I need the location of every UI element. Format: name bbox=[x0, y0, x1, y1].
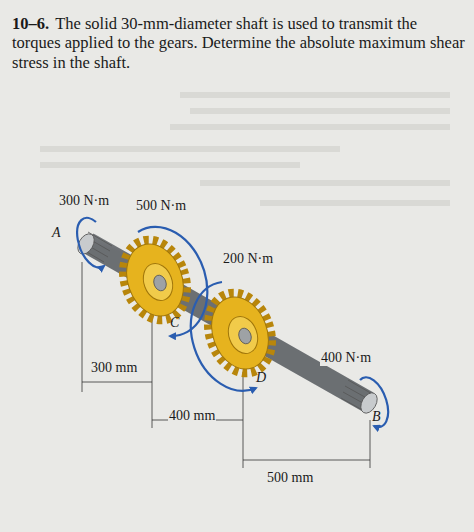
dimension-label: 400 mm bbox=[168, 408, 216, 424]
gear-d bbox=[198, 284, 282, 382]
problem-text: 10–6.The solid 30-mm-diameter shaft is u… bbox=[12, 14, 467, 72]
gear-c bbox=[113, 231, 197, 329]
torque-label: 500 N·m bbox=[135, 198, 187, 214]
dimension-label: 500 mm bbox=[266, 470, 314, 486]
torque-label: 400 N·m bbox=[320, 350, 372, 366]
point-letter: A bbox=[52, 225, 61, 241]
dimension-label: 300 mm bbox=[90, 360, 138, 376]
torque-label: 200 N·m bbox=[222, 251, 274, 267]
point-letter: D bbox=[256, 370, 266, 386]
problem-number: 10–6. bbox=[12, 14, 49, 33]
point-letter: C bbox=[170, 315, 179, 331]
torque-label: 300 N·m bbox=[58, 193, 110, 209]
problem-statement: The solid 30-mm-diameter shaft is used t… bbox=[12, 14, 465, 72]
point-letter: B bbox=[372, 409, 381, 425]
